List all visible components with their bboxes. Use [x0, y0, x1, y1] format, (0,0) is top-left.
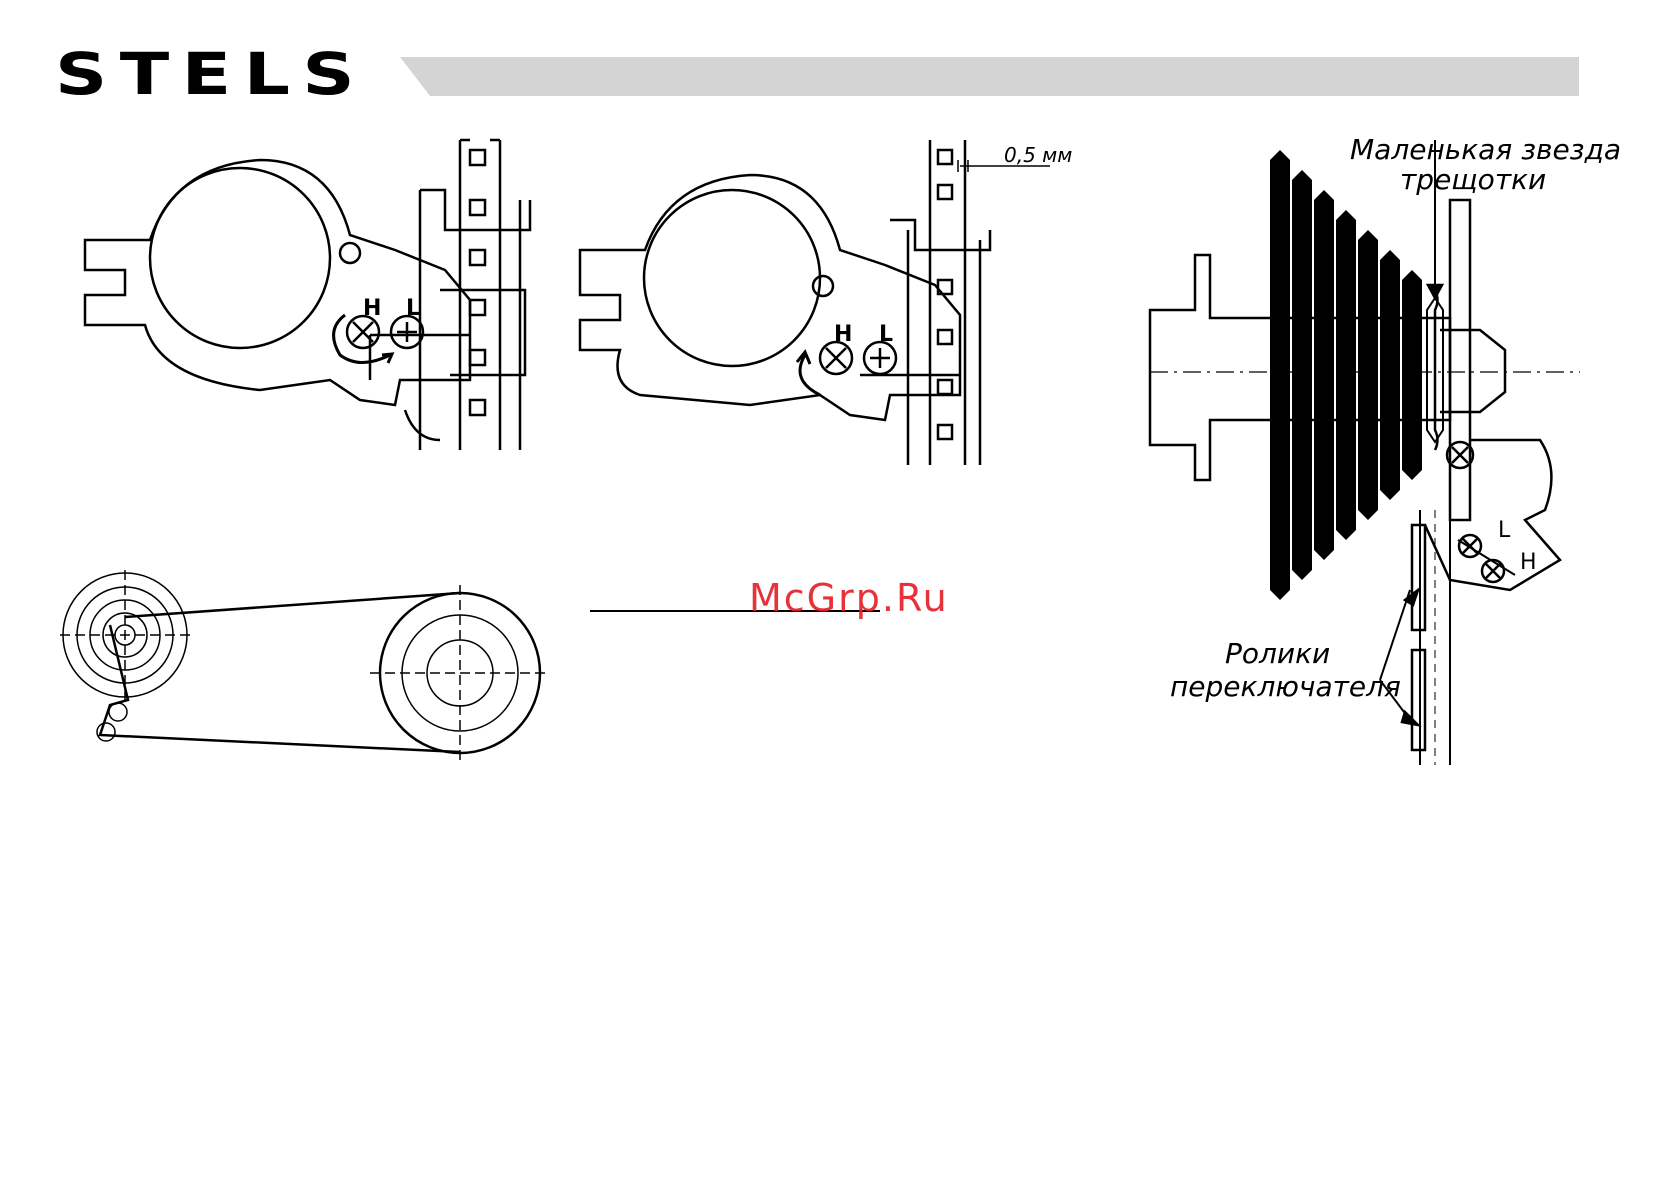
fig1-label-h: H	[363, 296, 381, 321]
fig1-label-l: L	[406, 296, 420, 321]
small-sprocket-label-line1: Маленькая звезда	[1350, 133, 1621, 166]
fig3-label-l: L	[1498, 518, 1510, 543]
pulleys-label-line2: переключателя	[1170, 670, 1401, 703]
front-derailleur-drawing-1	[85, 140, 530, 450]
fig2-dimension-label: 0,5 мм	[1004, 143, 1072, 167]
fig2-label-h: H	[834, 322, 852, 347]
front-derailleur-drawing-2	[580, 140, 1050, 465]
cassette-sprockets	[1270, 150, 1422, 600]
pulleys-label-line1: Ролики	[1225, 637, 1330, 670]
watermark: McGrp.Ru	[749, 576, 949, 620]
fig2-label-l: L	[879, 322, 893, 347]
chain-wheel-schematic	[60, 570, 545, 760]
fig3-label-h: H	[1520, 550, 1537, 575]
small-sprocket-label-line2: трещотки	[1400, 163, 1546, 196]
